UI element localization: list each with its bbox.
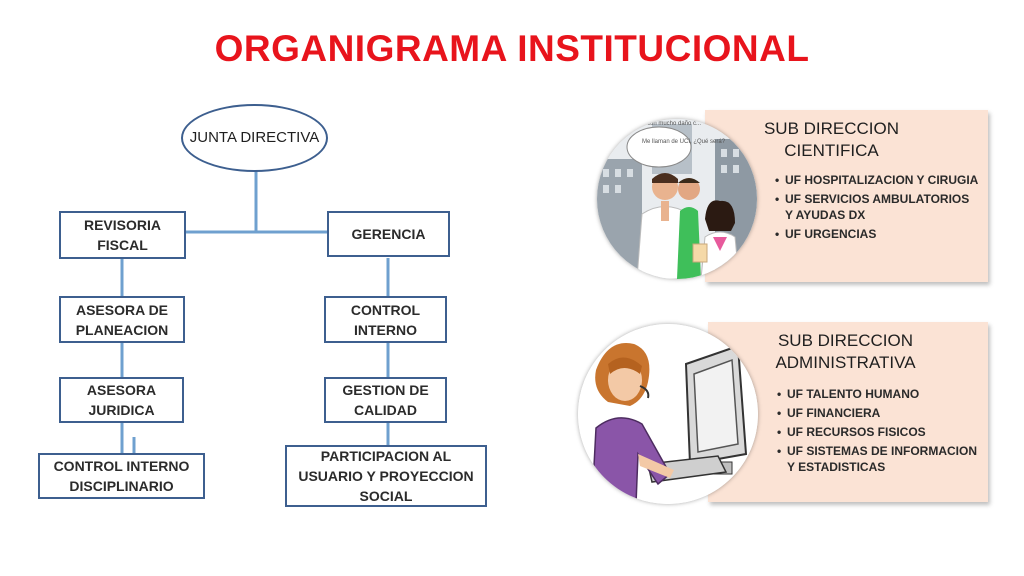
list-item: •UF URGENCIAS [775,227,877,241]
participacion-label: PARTICIPACION AL USUARIO Y PROYECCION SO… [298,448,474,504]
list-item: •UF FINANCIERA [777,406,881,420]
gestion-calidad-label: GESTION DE CALIDAD [342,382,429,418]
cientifica-title: SUB DIRECCION CIENTIFICA [763,119,900,160]
administrativa-item-label: UF SISTEMAS DE INFORMACION Y ESTADISTICA… [787,444,978,474]
administrativa-item-label: UF RECURSOS FISICOS [787,425,926,439]
list-item: •UF HOSPITALIZACION Y CIRUGIA [775,173,979,187]
office-worker-illustration [578,324,758,504]
administrativa-title: SUB DIRECCION ADMINISTRATIVA [775,331,916,372]
page-title: ORGANIGRAMA INSTITUCIONAL [214,28,810,69]
asesora-juridica-node: ASESORA JURIDICA [59,377,184,423]
administrativa-item-label: UF FINANCIERA [787,406,881,420]
office-worker-image [578,324,758,504]
revisoria-fiscal-label: REVISORIA FISCAL [83,217,161,253]
list-item: •UF TALENTO HUMANO [777,387,920,401]
list-item: •UF RECURSOS FISICOS [777,425,926,439]
participacion-node: PARTICIPACION AL USUARIO Y PROYECCION SO… [285,445,487,507]
gerencia-label: GERENCIA [351,226,426,242]
cientifica-item-label: UF SERVICIOS AMBULATORIOS Y AYUDAS DX [785,192,970,222]
cientifica-item-label: UF URGENCIAS [785,227,877,241]
list-item: •UF SERVICIOS AMBULATORIOS Y AYUDAS DX [775,192,970,222]
junta-directiva-node: JUNTA DIRECTIVA [181,104,328,172]
revisoria-fiscal-node: REVISORIA FISCAL [59,211,186,259]
control-interno-label: CONTROL INTERNO [350,301,421,338]
asesora-planeacion-node: ASESORA DE PLANEACION [59,296,185,343]
gestion-calidad-node: GESTION DE CALIDAD [324,377,447,423]
administrativa-list: •UF TALENTO HUMANO •UF FINANCIERA •UF RE… [777,386,977,478]
control-disciplinario-node: CONTROL INTERNO DISCIPLINARIO [38,453,205,499]
list-item: •UF SISTEMAS DE INFORMACION Y ESTADISTIC… [777,444,978,474]
asesora-planeacion-label: ASESORA DE PLANEACION [75,301,169,338]
cientifica-list: •UF HOSPITALIZACION Y CIRUGIA •UF SERVIC… [775,172,980,245]
doctors-illustration: Me llaman de UCI, ¿Qué será? con mucho d… [597,119,757,279]
gerencia-node: GERENCIA [327,211,450,257]
bubble-text-1: Me llaman de UCI, ¿Qué será? [642,139,726,145]
control-disciplinario-label: CONTROL INTERNO DISCIPLINARIO [53,458,190,494]
control-interno-node: CONTROL INTERNO [324,296,447,343]
administrativa-item-label: UF TALENTO HUMANO [787,387,920,401]
bubble-top-text: con mucho daño c... [647,121,701,127]
asesora-juridica-label: ASESORA JURIDICA [86,382,157,418]
doctors-image: Me llaman de UCI, ¿Qué será? con mucho d… [597,119,757,279]
cientifica-item-label: UF HOSPITALIZACION Y CIRUGIA [785,173,979,187]
junta-directiva-label: JUNTA DIRECTIVA [189,129,320,146]
